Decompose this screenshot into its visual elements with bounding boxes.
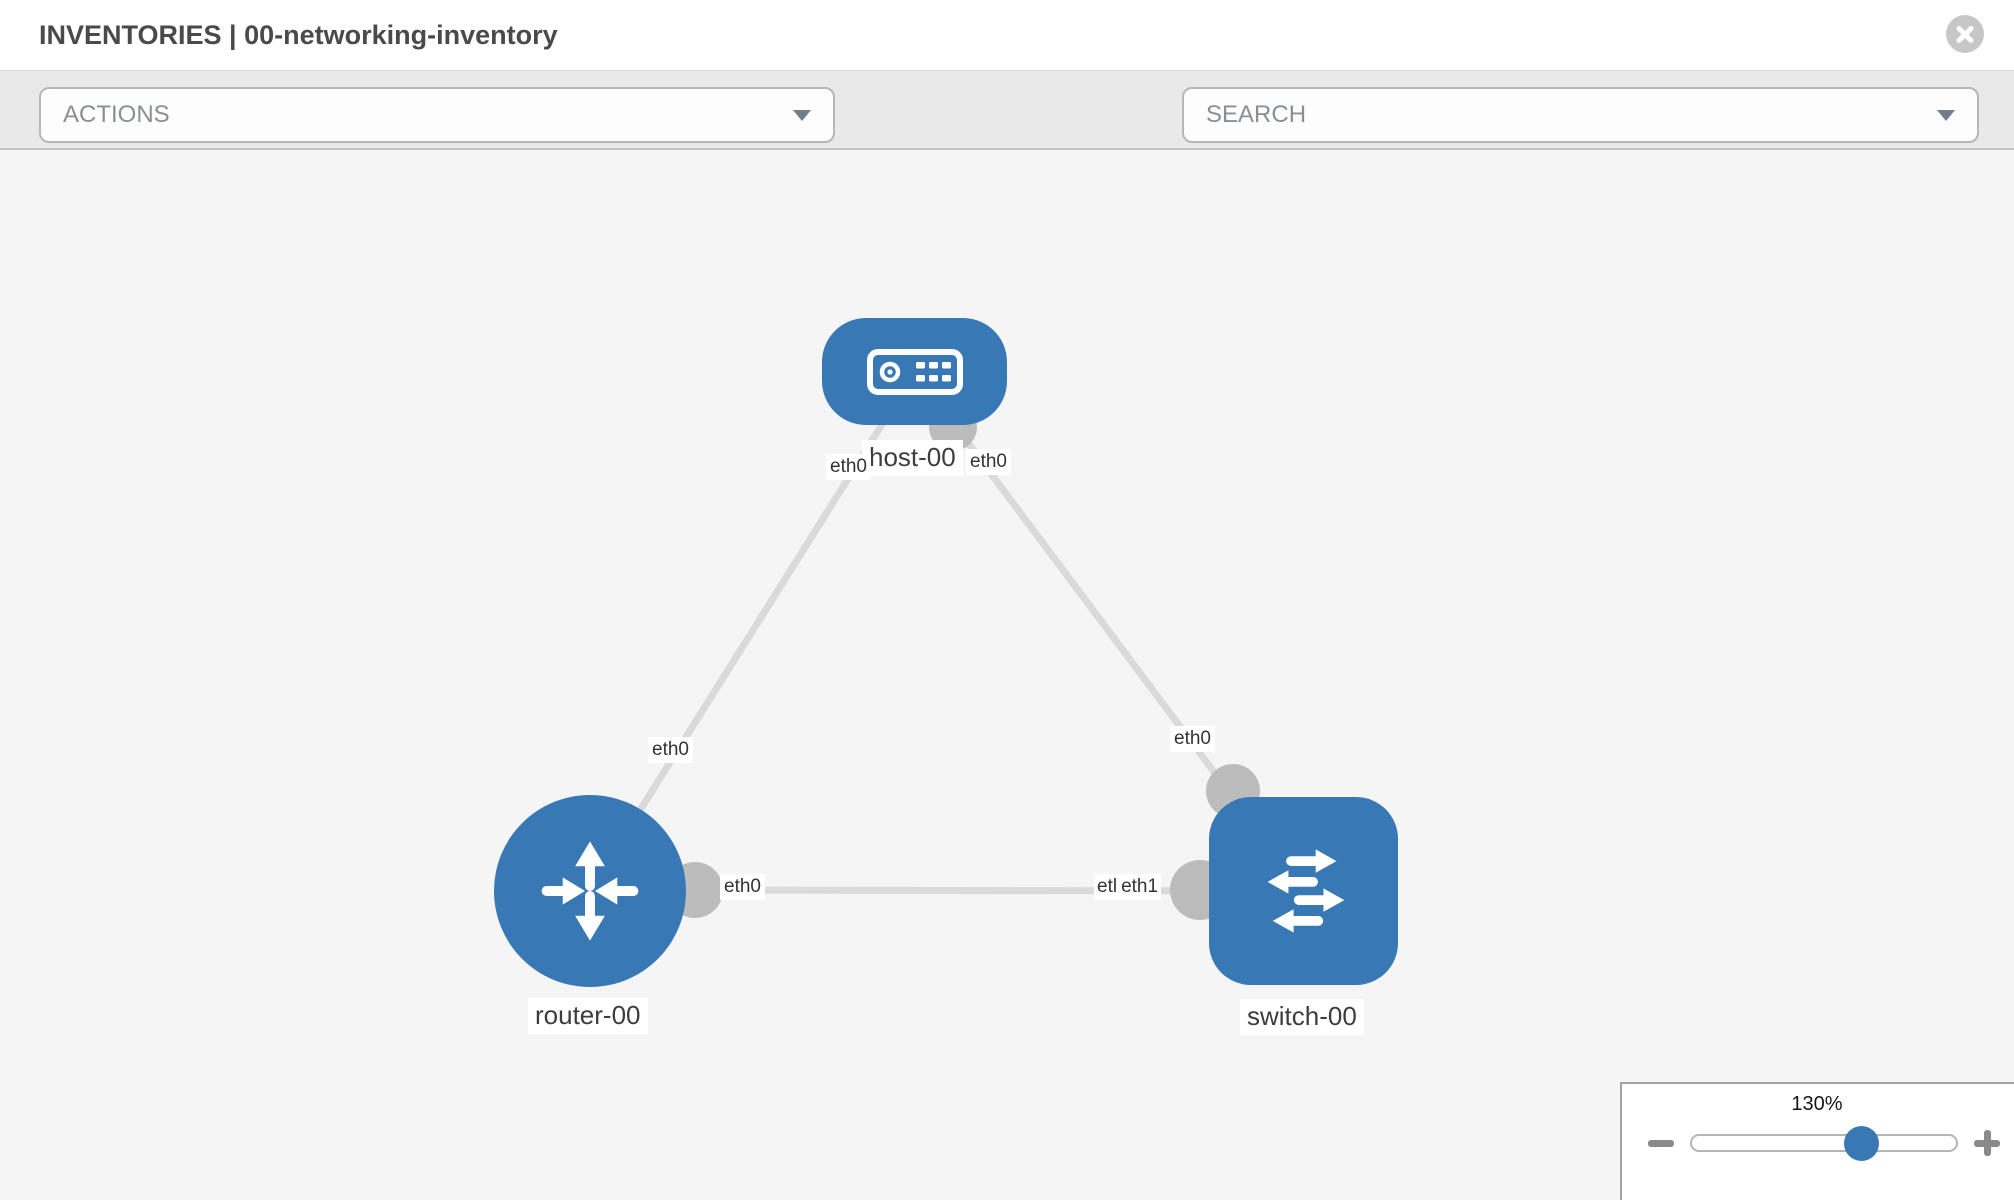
node-switch-00[interactable] <box>1209 797 1398 985</box>
links-layer <box>587 369 1306 920</box>
interface-label-pair: etl eth1 <box>1094 874 1162 900</box>
search-placeholder: SEARCH <box>1206 101 1307 128</box>
node-host-00[interactable] <box>822 318 1007 425</box>
node-label-router: router-00 <box>528 998 648 1034</box>
node-router-00[interactable] <box>494 795 686 987</box>
router-icon <box>541 841 639 941</box>
interface-label: eth0 <box>1170 726 1215 752</box>
switch-icon <box>1267 849 1344 933</box>
close-button[interactable] <box>1946 15 1984 53</box>
interface-label: eth0 <box>966 449 1011 475</box>
search-dropdown[interactable]: SEARCH <box>1182 87 1979 143</box>
interface-label: eth0 <box>720 874 765 900</box>
node-label-switch: switch-00 <box>1240 999 1364 1035</box>
zoom-slider[interactable] <box>1690 1126 1958 1161</box>
interface-label: eth1 <box>1118 874 1162 900</box>
zoom-value: 130% <box>1791 1093 1843 1115</box>
zoom-out-button[interactable] <box>1648 1140 1674 1147</box>
node-label-host: host-00 <box>862 440 963 476</box>
interface-label: eth0 <box>826 454 871 480</box>
toolbar: ACTIONS SEARCH <box>0 70 2014 201</box>
zoom-in-button[interactable] <box>1974 1130 2000 1156</box>
host-icon <box>866 348 963 395</box>
actions-dropdown[interactable]: ACTIONS <box>39 87 835 143</box>
interface-label: eth0 <box>648 737 693 763</box>
zoom-slider-thumb[interactable] <box>1844 1126 1879 1161</box>
interface-label: etl <box>1094 874 1121 900</box>
topology-canvas[interactable]: host-00 router-00 switch-00 eth0 eth0 et… <box>0 150 2014 1200</box>
chevron-down-icon <box>1937 109 1955 121</box>
page-title: INVENTORIES | 00-networking-inventory <box>39 20 558 50</box>
zoom-panel: 130% <box>1620 1082 2014 1200</box>
chevron-down-icon <box>793 109 811 121</box>
page-header: INVENTORIES | 00-networking-inventory <box>0 0 2014 70</box>
actions-dropdown-label: ACTIONS <box>63 101 170 128</box>
